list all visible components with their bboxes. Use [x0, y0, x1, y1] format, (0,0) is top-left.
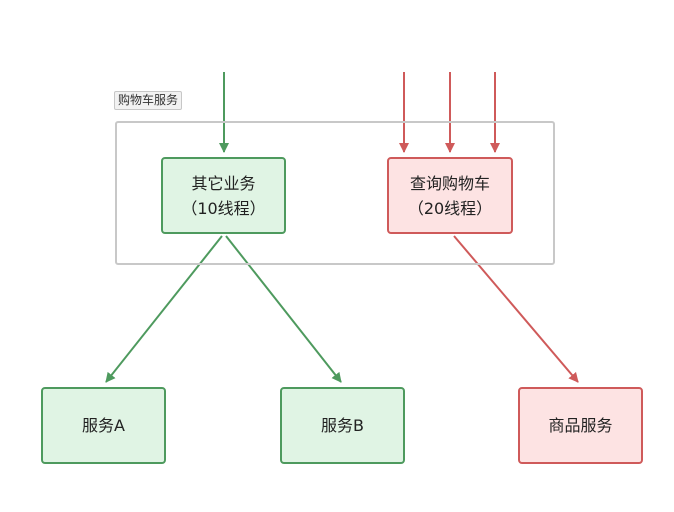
node-goods-service: 商品服务 [518, 387, 643, 464]
node-service-b-label: 服务B [321, 416, 364, 435]
cart-service-label: 购物车服务 [114, 91, 183, 110]
node-service-a: 服务A [41, 387, 166, 464]
arrow-query-cart-to-goods-service [453, 235, 579, 383]
arrow-other-business-to-service-a [105, 235, 223, 383]
node-service-a-label: 服务A [82, 416, 125, 435]
node-service-b: 服务B [280, 387, 405, 464]
node-query-cart: 查询购物车 （20线程） [387, 157, 513, 234]
node-query-cart-threads: （20线程） [407, 198, 493, 218]
arrow-other-business-to-service-b [225, 235, 342, 383]
cart-service-boundary [115, 121, 555, 265]
node-query-cart-title: 查询购物车 [409, 173, 490, 193]
node-other-business-threads: （10线程） [181, 198, 266, 218]
node-other-business: 其它业务 （10线程） [161, 157, 286, 234]
node-goods-service-label: 商品服务 [548, 416, 613, 435]
node-other-business-title: 其它业务 [191, 173, 256, 193]
